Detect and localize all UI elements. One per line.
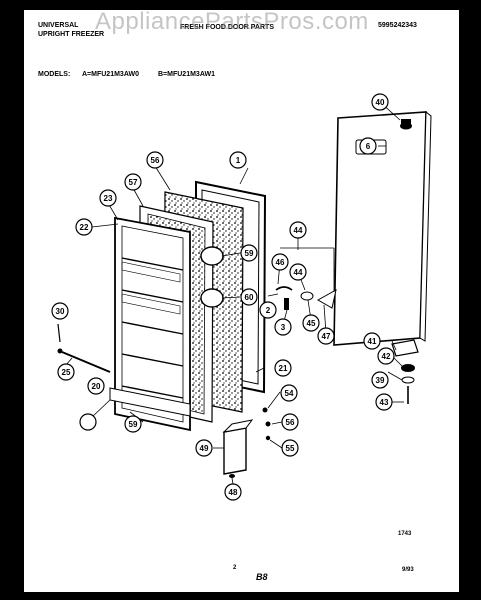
brand-line1: UNIVERSAL [38,22,79,29]
svg-text:57: 57 [129,178,138,187]
door-stop-cover [200,288,224,308]
svg-text:56: 56 [151,156,160,165]
svg-text:45: 45 [307,319,316,328]
callout-22: 22 [75,218,93,236]
svg-text:3: 3 [281,323,286,332]
svg-text:2: 2 [266,306,271,315]
door-switch-cover [200,246,224,266]
callout-56: 59 [124,415,142,433]
svg-text:46: 46 [276,258,285,267]
bottom-hinge [391,339,419,404]
inner-door-liner [114,216,191,432]
svg-text:44: 44 [294,226,303,235]
section-title: FRESH FOOD DOOR PARTS [180,24,274,31]
model-a: A=MFU21M3AW0 [82,71,139,78]
door-bottom-trim [109,387,191,417]
svg-text:60: 60 [245,293,254,302]
svg-text:39: 39 [376,376,385,385]
callout-6: 6 [359,137,377,155]
models-label: MODELS: [38,71,71,78]
svg-text:6: 6 [366,142,371,151]
svg-text:48: 48 [229,488,238,497]
svg-text:40: 40 [376,98,385,107]
svg-text:25: 25 [62,368,71,377]
svg-text:56: 56 [286,418,295,427]
svg-text:41: 41 [368,337,377,346]
svg-text:59: 59 [129,420,138,429]
fastener-b [265,421,271,427]
callout-46: 46 [271,253,289,271]
fastener-a [262,407,268,413]
callout-1: 1 [229,151,247,169]
svg-text:59: 59 [245,249,254,258]
callout-42: 42 [377,347,395,365]
callout-55: 57 [124,173,142,191]
callout-47: 47 [317,327,335,345]
callout-50: 56 [146,151,164,169]
callout-60 [79,413,97,431]
callout-48: 48 [224,483,242,501]
svg-text:42: 42 [382,352,391,361]
model-b: B=MFU21M3AW1 [158,71,215,78]
callout-23: 23 [99,189,117,207]
callout-54: 56 [281,413,299,431]
watermark: AppliancePartsPros.com [95,8,369,35]
svg-text:1: 1 [236,156,241,165]
svg-text:55: 55 [286,444,295,453]
callout-49: 49 [195,439,213,457]
leader-lines [65,101,404,485]
callout-44: 44 [289,263,307,281]
part-number: 5995242343 [378,22,417,29]
callout-57: 59 [240,244,258,262]
fastener-c [265,435,271,441]
callout-59: 60 [240,288,258,306]
svg-text:43: 43 [380,398,389,407]
brand-line2: UPRIGHT FREEZER [38,31,105,38]
callout-25: 25 [57,363,75,381]
svg-text:21: 21 [279,364,288,373]
svg-text:23: 23 [104,194,113,203]
callout-39: 39 [371,371,389,389]
drawing-number: 1743 [398,531,412,537]
bracket-screw [229,474,235,478]
callout-52: 54 [280,384,298,402]
callout-21: 21 [274,359,292,377]
section-code: B8 [256,572,268,582]
outer-door-panel [333,110,432,346]
top-hinge-pin [400,119,412,130]
callout-41: 41 [363,332,381,350]
page-number: 2 [233,565,237,571]
callout-44-top: 44 [289,221,307,239]
svg-text:54: 54 [285,389,294,398]
callout-45: 45 [302,314,320,332]
shelf-rod [57,348,111,373]
callout-20: 20 [87,377,105,395]
callout-43: 43 [375,393,393,411]
callout-2: 2 [259,301,277,319]
callout-30: 30 [51,302,69,320]
svg-text:47: 47 [322,332,331,341]
callout-53: 55 [281,439,299,457]
svg-text:22: 22 [80,223,89,232]
handle-mount-parts [275,286,337,310]
callout-3: 3 [274,318,292,336]
svg-text:44: 44 [294,268,303,277]
svg-text:30: 30 [56,307,65,316]
door-bracket [222,419,254,475]
callout-40: 40 [371,93,389,111]
date-code: 9/93 [402,567,414,573]
svg-text:20: 20 [92,382,101,391]
svg-text:49: 49 [200,444,209,453]
rod-clip [57,323,61,343]
